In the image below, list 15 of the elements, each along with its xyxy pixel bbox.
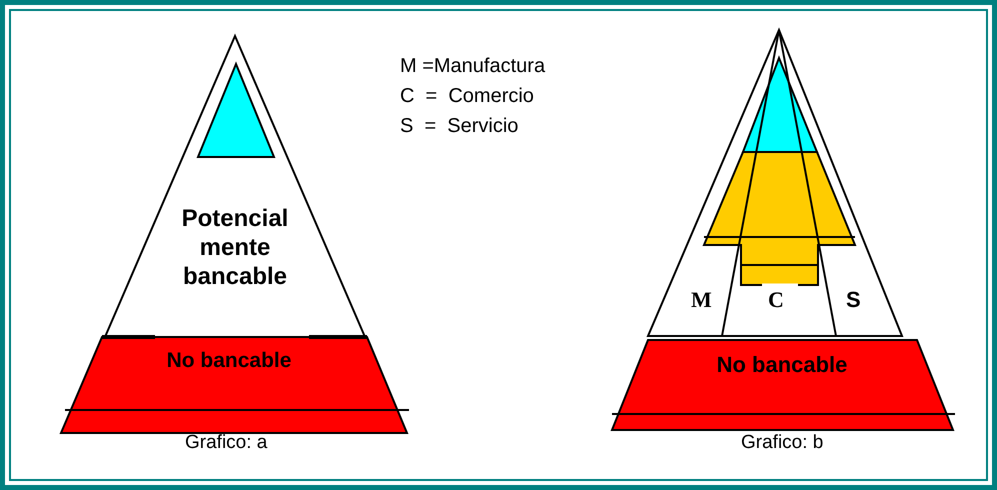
base-trapezoid — [59, 335, 409, 435]
pyramid-triangle — [105, 35, 365, 337]
segment-letter: M — [691, 287, 712, 312]
band-label: No bancable — [716, 352, 848, 378]
segment-letter: C — [768, 287, 784, 312]
segment-letter: S — [846, 287, 861, 312]
band-label: Potencial mente bancable — [180, 205, 290, 292]
top-triangle — [198, 63, 274, 157]
base-trapezoid — [610, 338, 955, 434]
legend-text: S = Servicio — [400, 115, 518, 138]
chart-caption: Grafico: b — [741, 432, 824, 454]
band-label: No bancable — [166, 348, 292, 374]
legend-text: M =Manufactura — [400, 55, 546, 78]
chart-caption: Grafico: a — [185, 432, 268, 454]
legend-text: C = Comercio — [400, 85, 534, 108]
